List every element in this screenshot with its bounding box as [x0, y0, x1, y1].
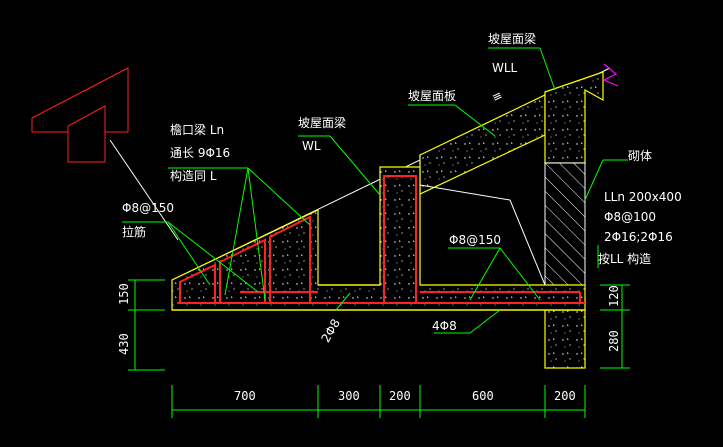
lintel-note-label: 按LL 构造: [598, 251, 651, 266]
bar-4-label: 4Φ8: [432, 319, 457, 333]
dimension-lines: [128, 279, 630, 418]
slab-stirrup-label: Φ8@150: [449, 233, 501, 247]
through-length-label: 通长 9Φ16: [170, 146, 230, 160]
dim-150: 150: [117, 283, 131, 305]
dim-600: 600: [472, 389, 494, 403]
roof-slab-label: 坡屋面板: [408, 89, 456, 103]
lintel-bars-label: 2Φ16;2Φ16: [604, 230, 673, 244]
leader-lines: [122, 47, 628, 334]
lintel-size-label: LLn 200x400: [604, 190, 682, 204]
bar-2-label: 2Φ8: [319, 317, 343, 345]
stirrup-label: Φ8@150: [122, 201, 174, 215]
roof-beam-code: WL: [302, 139, 321, 153]
slope-mark: ≡: [490, 88, 505, 105]
eave-beam-label: 檐口梁 Ln: [170, 122, 224, 137]
lower-lintel: [544, 309, 586, 369]
tie-bar-label: 拉筋: [122, 224, 146, 239]
dim-700: 700: [234, 389, 256, 403]
dim-430: 430: [117, 333, 131, 355]
dim-120: 120: [607, 285, 621, 307]
roof-beam-label: 坡屋面梁: [298, 115, 346, 130]
roof-beam-top-code: WLL: [492, 61, 518, 75]
dim-280: 280: [607, 330, 621, 352]
construction-label: 构造同 L: [170, 168, 217, 183]
masonry-wall: [544, 162, 586, 286]
lintel-stirrup-label: Φ8@100: [604, 210, 656, 224]
masonry-label: 砌体: [628, 149, 652, 163]
dim-200-b: 200: [554, 389, 576, 403]
rebar: [178, 175, 585, 304]
concrete-body: [171, 166, 586, 311]
eave-detail-sketch: [31, 67, 179, 241]
break-marker: [602, 63, 619, 87]
dim-300: 300: [338, 389, 360, 403]
dim-200-a: 200: [389, 389, 411, 403]
roof-beam-top-label: 坡屋面梁: [488, 31, 536, 46]
